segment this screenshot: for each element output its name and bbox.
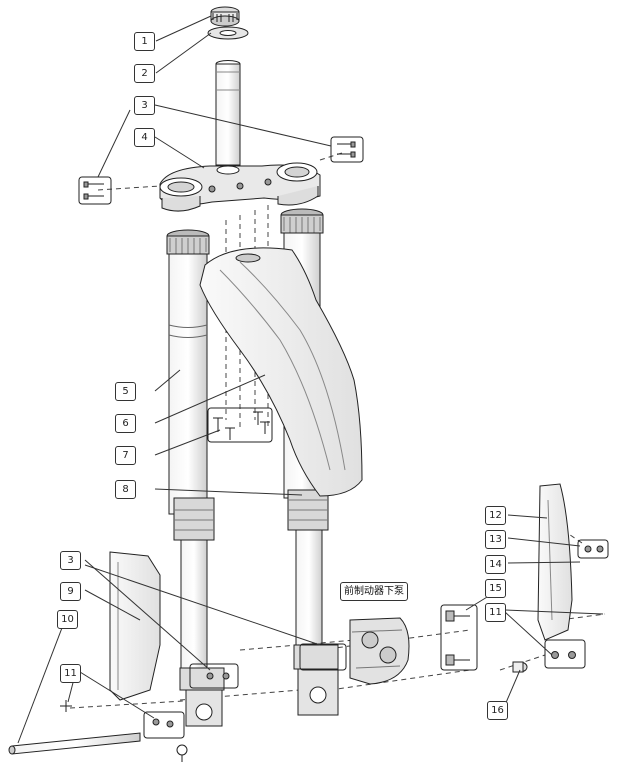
- upper-triple-clamp: [159, 162, 321, 212]
- brake-caliper: [349, 617, 410, 685]
- callout-6: 6: [115, 414, 136, 433]
- fender-bolts: [207, 407, 273, 443]
- spacer: [512, 661, 528, 673]
- callout-5: 5: [115, 382, 136, 401]
- callout-12: 12: [485, 506, 506, 525]
- axle-pinch-bolt: [176, 744, 188, 762]
- callout-9: 9: [60, 582, 81, 601]
- callout-14: 14: [485, 555, 506, 574]
- callout-8: 8: [115, 480, 136, 499]
- callout-3b: 3: [60, 551, 81, 570]
- caliper-bolts: [440, 604, 478, 671]
- stem-washer: [207, 26, 249, 40]
- steering-stem-nut: [210, 6, 240, 27]
- right-fork-bottom: [293, 643, 347, 716]
- left-fork-bottom: [179, 663, 239, 727]
- steering-stem: [215, 60, 241, 166]
- callout-10: 10: [57, 610, 78, 629]
- front-fender: [199, 247, 363, 497]
- front-axle: [8, 732, 141, 755]
- callout-11a: 11: [60, 664, 81, 683]
- callout-2: 2: [134, 64, 155, 83]
- callout-15: 15: [485, 579, 506, 598]
- callout-11b: 11: [485, 603, 506, 622]
- guard-bolts-left: [60, 700, 185, 739]
- callout-1: 1: [134, 32, 155, 51]
- left-fork-guard: [109, 551, 161, 701]
- callout-16: 16: [487, 701, 508, 720]
- front-brake-caliper-label: 前制动器下泵: [340, 582, 408, 601]
- clamp-bolts-box-right: [330, 136, 364, 163]
- callout-3: 3: [134, 96, 155, 115]
- clamp-bolts-box-left: [78, 176, 112, 205]
- callout-13: 13: [485, 530, 506, 549]
- right-fork-guard: [537, 483, 609, 669]
- left-fork-leg: [166, 229, 215, 676]
- callout-7: 7: [115, 446, 136, 465]
- callout-4: 4: [134, 128, 155, 147]
